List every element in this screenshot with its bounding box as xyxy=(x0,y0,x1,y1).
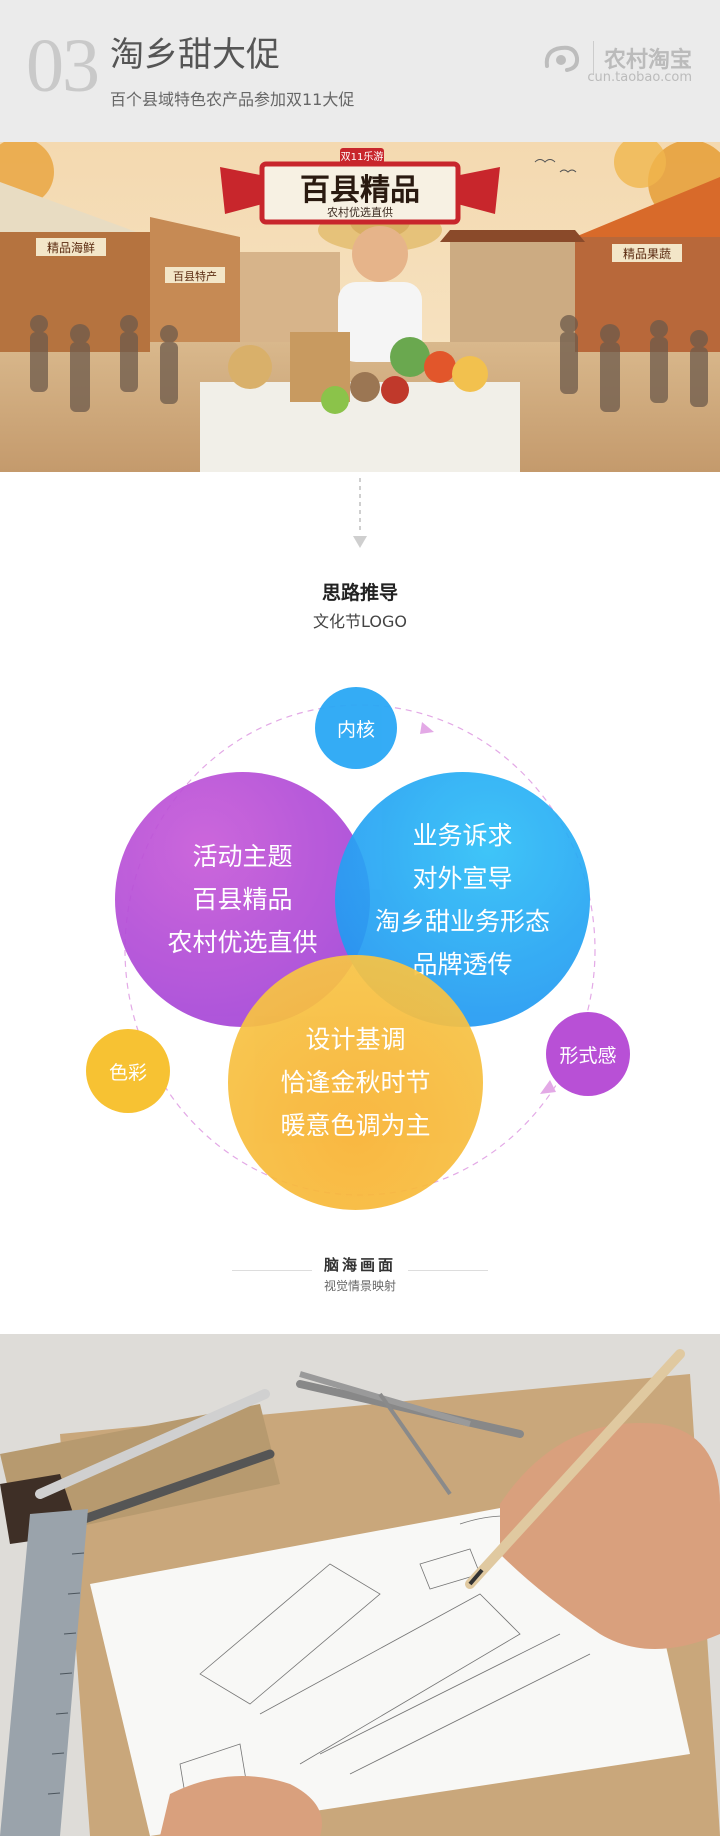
shop-sign-right: 精品果蔬 xyxy=(623,247,671,261)
market-illustration: 精品海鲜 百县特产 精品果蔬 xyxy=(0,142,720,472)
brand-url: cun.taobao.com xyxy=(587,70,692,85)
heading-line-left xyxy=(232,1270,312,1271)
brand-divider xyxy=(592,41,594,75)
shop-sign-left: 精品海鲜 xyxy=(47,240,95,255)
business-line-3: 淘乡甜业务形态 xyxy=(374,906,550,936)
section-heading-imagery: 脑海画面 xyxy=(323,1256,396,1274)
section-header: 03 淘乡甜大促 百个县域特色农产品参加双11大促 农村淘宝 cun.taoba… xyxy=(0,0,720,142)
plaque-tag: 双11乐游 xyxy=(341,150,384,163)
theme-line-2: 百县精品 xyxy=(192,885,293,914)
section-heading-reasoning: 思路推导 xyxy=(321,582,398,604)
brand-name: 农村淘宝 xyxy=(603,48,692,73)
color-label: 色彩 xyxy=(108,1061,147,1084)
core-label: 内核 xyxy=(336,718,375,741)
plaque-subtitle: 农村优选直供 xyxy=(327,205,393,219)
theme-line-1: 活动主题 xyxy=(192,842,293,871)
section-subheading-imagery: 视觉情景映射 xyxy=(323,1279,396,1293)
taobao-logo-icon xyxy=(541,40,583,76)
business-line-4: 品牌透传 xyxy=(412,949,513,979)
design-line-2: 恰逢金秋时节 xyxy=(280,1068,431,1097)
brand-logo: 农村淘宝 cun.taobao.com xyxy=(541,38,692,85)
plaque-title: 百县精品 xyxy=(300,173,420,208)
form-label: 形式感 xyxy=(559,1044,617,1067)
sketch-photo xyxy=(0,1334,720,1836)
business-line-1: 业务诉求 xyxy=(412,820,513,850)
section-number: 03 xyxy=(26,24,100,108)
heading-line-right xyxy=(408,1270,488,1271)
form-circle: 形式感 xyxy=(546,1012,630,1096)
down-arrow-icon xyxy=(353,478,367,558)
design-line-3: 暖意色调为主 xyxy=(280,1111,431,1140)
shop-sign-left2: 百县特产 xyxy=(173,269,217,283)
color-circle: 色彩 xyxy=(86,1029,170,1113)
section-title: 淘乡甜大促 xyxy=(110,35,280,75)
design-circle: 设计基调 恰逢金秋时节 暖意色调为主 xyxy=(228,955,483,1210)
concept-diagram: 内核 色彩 形式感 活动主题 百县精品 农村优选直供 业务诉求 对外宣导 淘乡甜… xyxy=(0,660,720,1220)
theme-line-3: 农村优选直供 xyxy=(167,928,318,957)
design-line-1: 设计基调 xyxy=(305,1025,406,1054)
core-circle: 内核 xyxy=(315,687,397,769)
section-subheading-logo: 文化节LOGO xyxy=(313,612,407,631)
business-line-2: 对外宣导 xyxy=(412,863,513,893)
section-subtitle: 百个县域特色农产品参加双11大促 xyxy=(110,90,355,109)
